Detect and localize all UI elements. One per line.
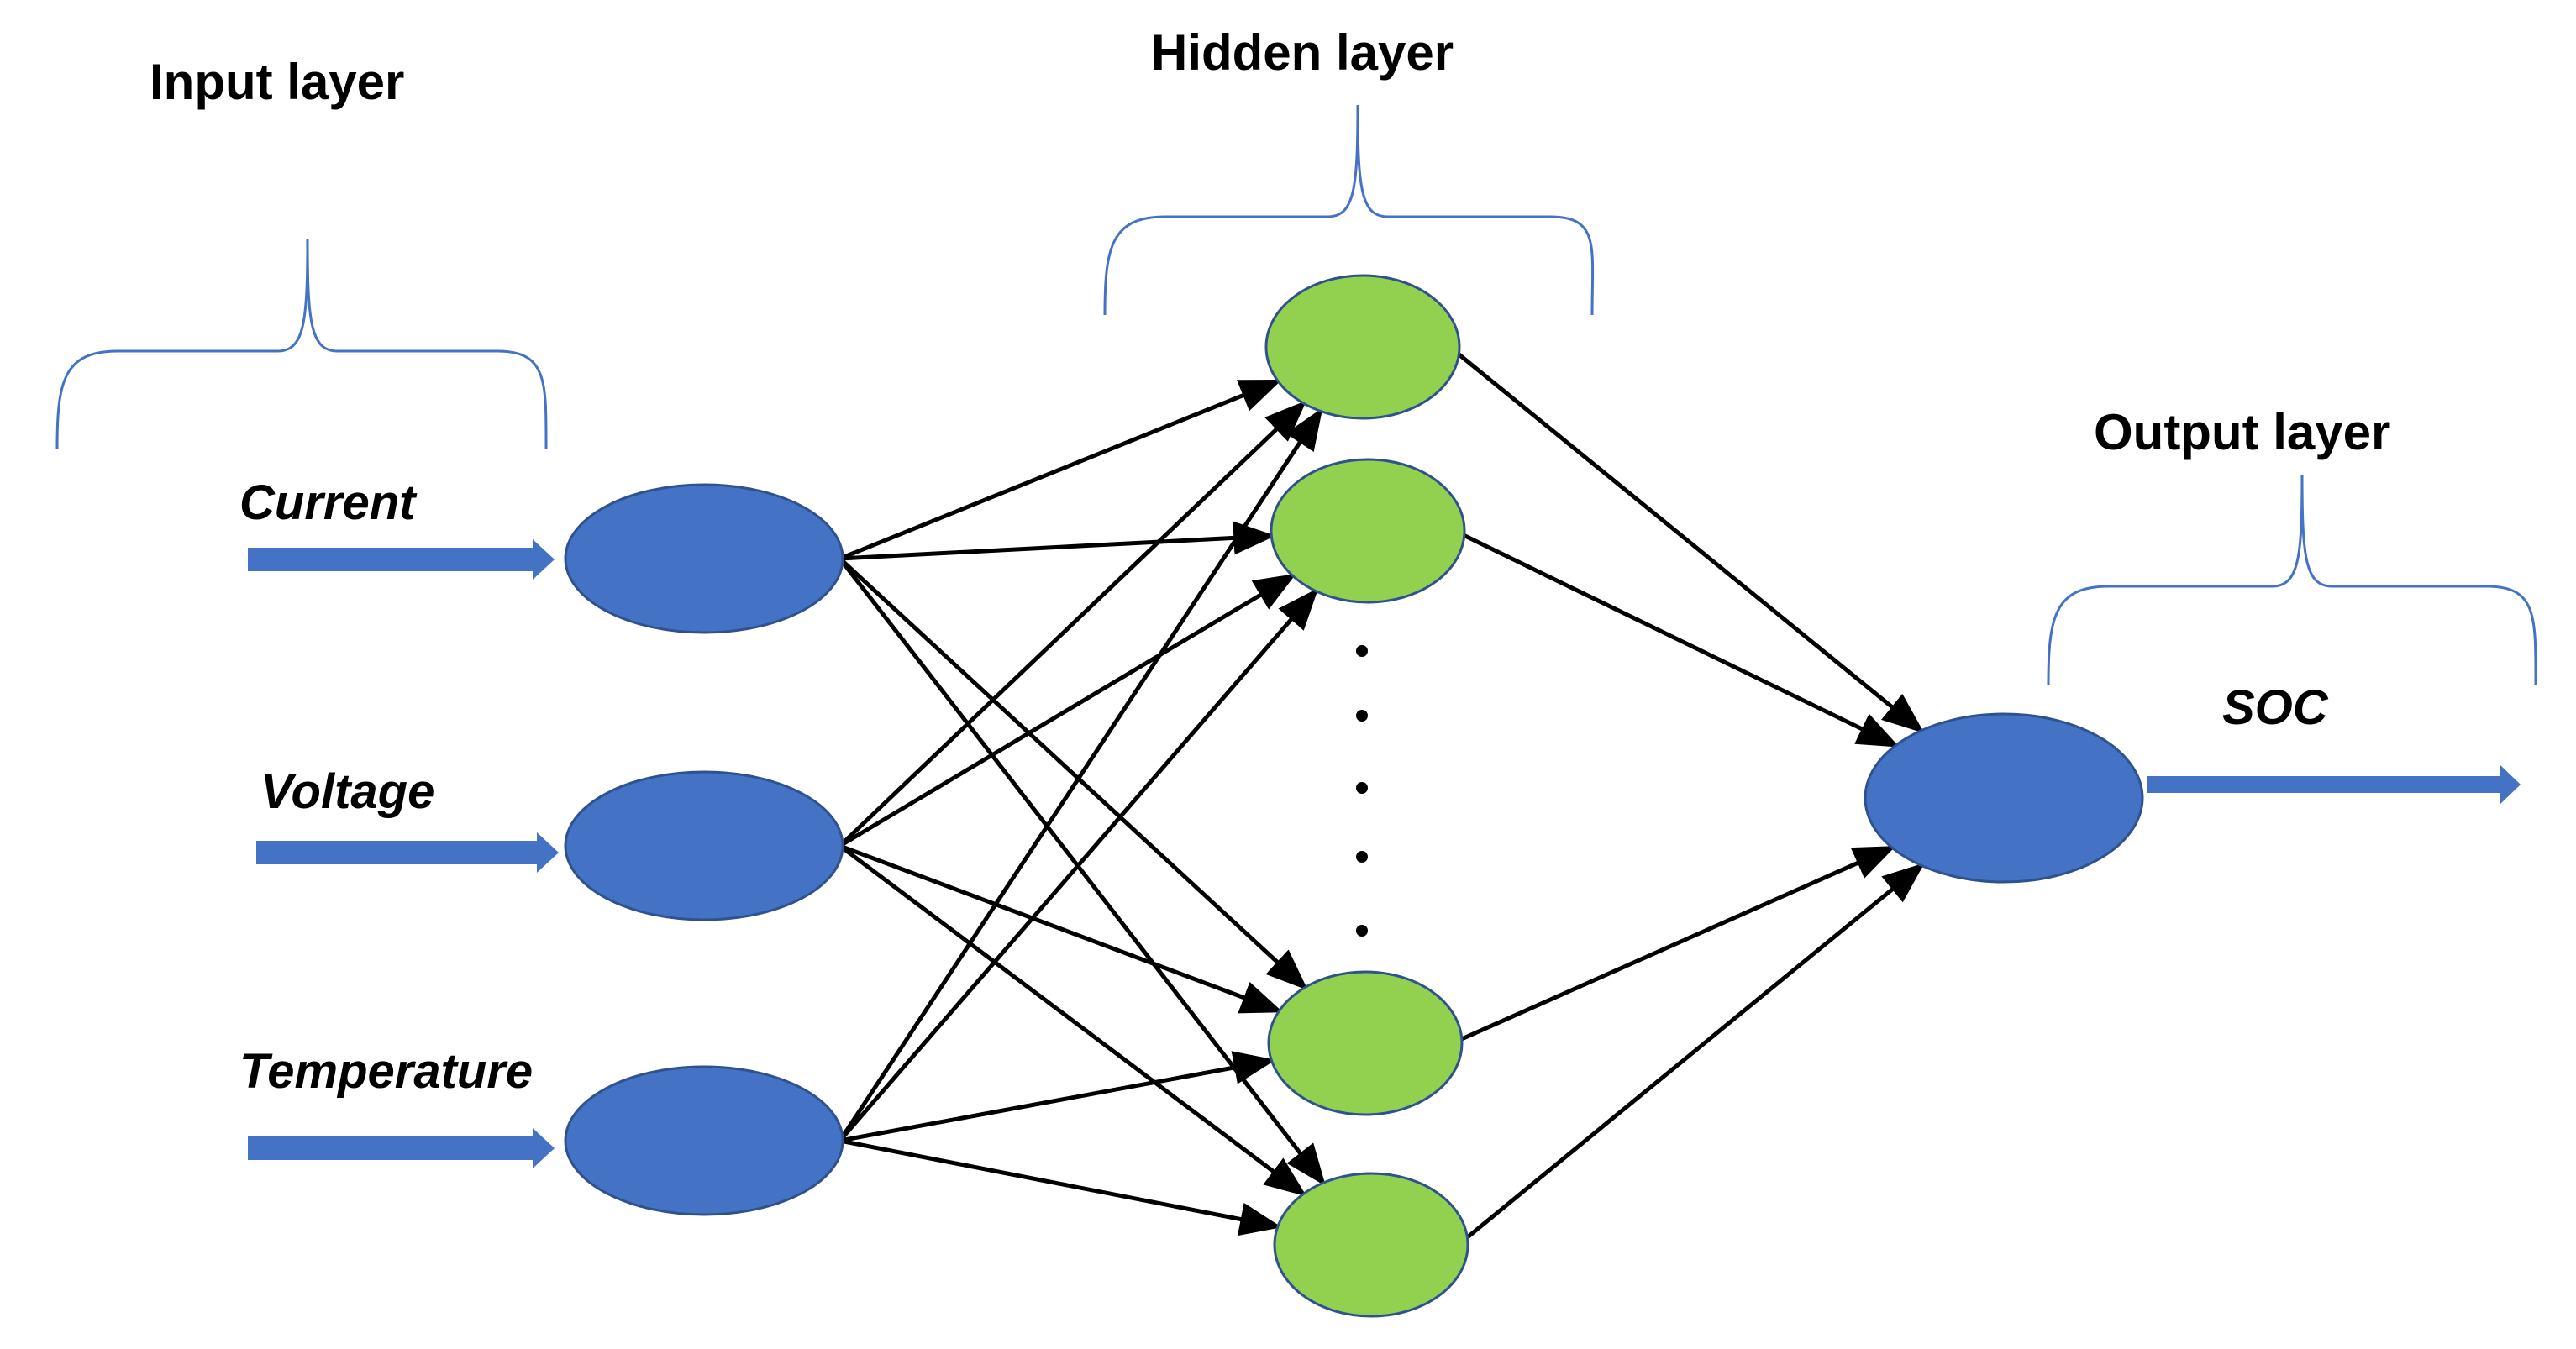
input-node-2 [564, 770, 844, 921]
input-arrow-3 [248, 1128, 555, 1168]
edge-input-3-to-hidden-3 [839, 1051, 1276, 1143]
edge-input-3-to-hidden-4 [839, 1138, 1282, 1236]
edge-input-1-to-hidden-1 [839, 379, 1282, 561]
edge-hidden-2-to-output [1454, 528, 1900, 748]
input-label-voltage: Voltage [260, 764, 434, 819]
input-node-1 [564, 483, 844, 634]
input-arrow-1 [248, 539, 555, 580]
hidden-ellipsis-dots [1356, 645, 1368, 937]
input-layer-brace [55, 239, 548, 450]
connection-edges [838, 345, 1925, 1247]
input-node-3 [564, 1065, 844, 1216]
hidden-node-2 [1270, 458, 1466, 604]
edge-input-3-to-hidden-1 [838, 407, 1323, 1142]
edge-input-2-to-hidden-1 [838, 400, 1307, 848]
ellipsis-dot [1356, 925, 1368, 937]
input-arrow-2 [256, 832, 559, 873]
output-layer-brace [2047, 474, 2537, 685]
input-label-current: Current [239, 475, 418, 530]
ellipsis-dot [1356, 645, 1368, 657]
edge-input-2-to-hidden-3 [839, 843, 1284, 1014]
edge-input-1-to-hidden-4 [838, 557, 1326, 1187]
input-layer-title: Input layer [150, 54, 404, 110]
edge-input-1-to-hidden-3 [839, 557, 1308, 991]
hidden-layer-title: Hidden layer [1151, 24, 1454, 81]
edge-hidden-3-to-output [1451, 845, 1896, 1046]
edge-input-2-to-hidden-4 [839, 844, 1307, 1197]
output-label-soc: SOC [2222, 680, 2329, 735]
edge-hidden-4-to-output [1456, 863, 1925, 1247]
hidden-node-4 [1273, 1172, 1469, 1318]
hidden-node-3 [1267, 970, 1464, 1116]
input-label-temperature: Temperature [239, 1044, 533, 1099]
hidden-node-1 [1264, 274, 1461, 420]
ellipsis-dot [1356, 782, 1368, 794]
network-nodes [564, 274, 2144, 1318]
ellipsis-dot [1356, 851, 1368, 863]
edge-input-3-to-hidden-2 [838, 587, 1319, 1142]
input-arrows [248, 539, 559, 1168]
edge-hidden-1-to-output [1448, 345, 1925, 733]
output-layer-title: Output layer [2094, 404, 2390, 460]
hidden-layer-brace [1103, 104, 1595, 316]
output-arrow [2147, 764, 2521, 805]
edge-input-2-to-hidden-2 [839, 573, 1296, 848]
ellipsis-dot [1356, 710, 1368, 722]
edge-input-1-to-hidden-2 [839, 521, 1276, 561]
output-node [1864, 712, 2144, 884]
